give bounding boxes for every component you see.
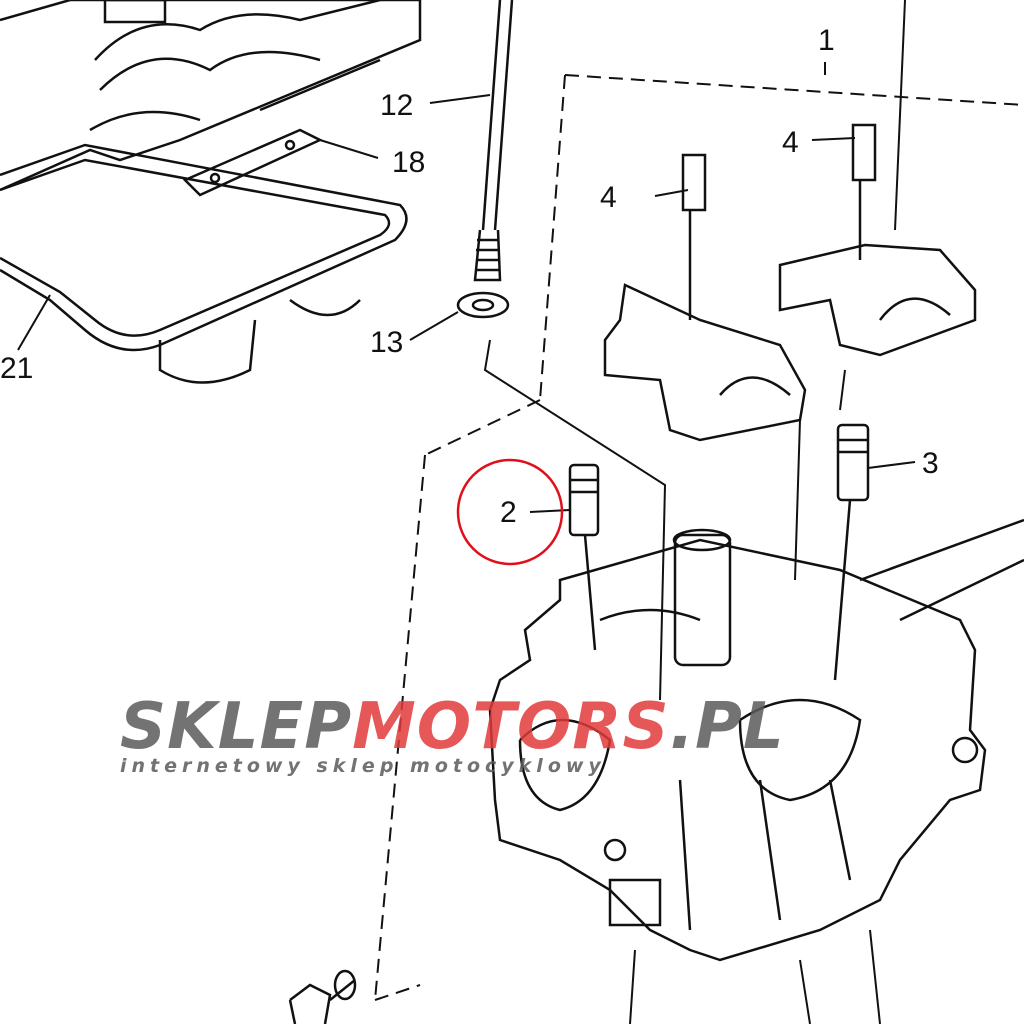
washer-13: [456, 291, 510, 319]
cover-gasket: [0, 143, 408, 384]
callout-4-right: 4: [782, 126, 799, 159]
drain-bolt: [288, 969, 357, 1024]
callout-1: 1: [818, 24, 835, 57]
stud-bolt-12: [473, 0, 514, 282]
callout-12: 12: [380, 89, 413, 122]
watermark-brand-tail: RS: [572, 690, 669, 764]
valve-guide-3: [833, 423, 870, 681]
callout-18: 18: [392, 146, 425, 179]
callout-labels: 1 12 18 4 4 13 21 3 2: [0, 24, 939, 529]
watermark-brand-red: MOTO: [352, 690, 572, 764]
watermark: SKLEPMOTORS.PL internetowy sklep motocyk…: [120, 690, 785, 777]
valve-guide-2: [568, 463, 600, 651]
callout-21: 21: [0, 352, 33, 385]
leader-lines: [17, 0, 916, 1024]
valve-cover: [0, 0, 422, 192]
cylinder-head: [488, 518, 1024, 962]
svg-text:SKLEPMOTORS.PL: SKLEPMOTORS.PL: [120, 690, 785, 764]
watermark-domain: .PL: [670, 690, 785, 764]
watermark-tagline: internetowy sklep motocyklowy: [120, 755, 606, 777]
watermark-brand-dark: SKLEP: [120, 690, 352, 764]
callout-4-left: 4: [600, 181, 617, 214]
callout-3: 3: [922, 447, 939, 480]
callout-13: 13: [370, 326, 403, 359]
highlight-circle: [456, 458, 564, 566]
callout-2: 2: [500, 496, 517, 529]
camshaft-caps: [603, 123, 977, 442]
assembly-outline: [374, 74, 1024, 1001]
